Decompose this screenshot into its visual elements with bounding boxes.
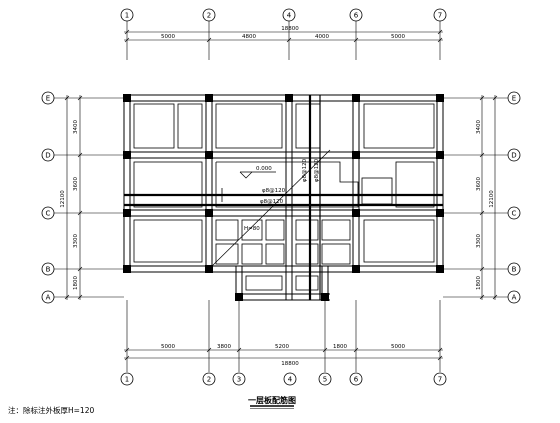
- axis-bottom-4: 4: [288, 376, 293, 384]
- dim-top-2: 4800: [242, 34, 256, 40]
- right-dimension-lines: [443, 95, 508, 300]
- dim-bottom-1: 5000: [161, 344, 175, 350]
- slab-panels: [133, 103, 435, 291]
- dim-right-2: 3600: [476, 177, 482, 191]
- top-axis-bubbles: [120, 8, 447, 22]
- axis-bottom-5: 5: [323, 376, 327, 384]
- dim-right-4: 1800: [476, 276, 482, 290]
- dim-top-1: 5000: [161, 34, 175, 40]
- rebar-label-c: φ8@120: [302, 158, 308, 182]
- drawing-title: 一层板配筋图: [248, 395, 296, 405]
- dim-bottom-5: 5000: [391, 344, 405, 350]
- title-underline: [250, 405, 294, 409]
- bottom-axis-bubbles: [120, 372, 447, 386]
- axis-top-7: 7: [438, 12, 442, 20]
- axis-left-A: A: [46, 294, 51, 302]
- axis-right-C: C: [512, 210, 517, 218]
- right-axis-bubbles: [507, 91, 521, 304]
- rebar-label-d: φ8@120: [314, 158, 320, 182]
- beam-grid: [123, 94, 444, 301]
- axis-left-D: D: [45, 152, 50, 160]
- elevation-marker: [239, 171, 276, 179]
- axis-top-4: 4: [287, 12, 292, 20]
- axis-bottom-1: 1: [125, 376, 129, 384]
- bottom-dimension-lines: [124, 300, 443, 372]
- columns: [123, 94, 444, 301]
- dim-right-1: 3400: [476, 120, 482, 134]
- dim-left-2: 3600: [73, 177, 79, 191]
- axis-left-E: E: [46, 95, 50, 103]
- dim-bottom-2: 3800: [217, 344, 231, 350]
- thickness-note: 注：除标注外板厚H=120: [8, 405, 94, 415]
- dim-bottom-total: 18800: [281, 361, 299, 367]
- dim-bottom-4: 1800: [333, 344, 347, 350]
- thickness-label: H=80: [244, 226, 260, 232]
- dim-right-3: 3300: [476, 234, 482, 248]
- axis-bottom-3: 3: [237, 376, 241, 384]
- axis-right-B: B: [512, 266, 517, 274]
- dim-left-4: 1800: [73, 276, 79, 290]
- axis-right-D: D: [511, 152, 516, 160]
- axis-top-6: 6: [354, 12, 359, 20]
- axis-top-2: 2: [207, 12, 211, 20]
- rebar-label-a: φ8@120: [262, 188, 286, 194]
- dim-left-3: 3300: [73, 234, 79, 248]
- axis-top-1: 1: [125, 12, 129, 20]
- dim-bottom-3: 5200: [275, 344, 289, 350]
- axis-left-B: B: [46, 266, 51, 274]
- axis-left-C: C: [46, 210, 51, 218]
- left-axis-bubbles: [41, 91, 55, 304]
- axis-bottom-2: 2: [207, 376, 211, 384]
- rebar-label-b: φ8@120: [260, 199, 284, 205]
- top-dimension-lines: [124, 21, 443, 60]
- dim-top-3: 4000: [315, 34, 329, 40]
- axis-bottom-6: 6: [354, 376, 359, 384]
- dim-top-total: 18800: [281, 26, 299, 32]
- dim-top-4: 5000: [391, 34, 405, 40]
- left-dimension-lines: [54, 95, 124, 300]
- axis-right-A: A: [512, 294, 517, 302]
- axis-right-E: E: [512, 95, 516, 103]
- dim-left-total: 12100: [60, 190, 66, 208]
- elevation-label: 0.000: [256, 166, 272, 172]
- axis-bottom-7: 7: [438, 376, 442, 384]
- rebar-lines: [124, 95, 443, 300]
- dim-right-total: 12100: [489, 190, 495, 208]
- dim-left-1: 3400: [73, 120, 79, 134]
